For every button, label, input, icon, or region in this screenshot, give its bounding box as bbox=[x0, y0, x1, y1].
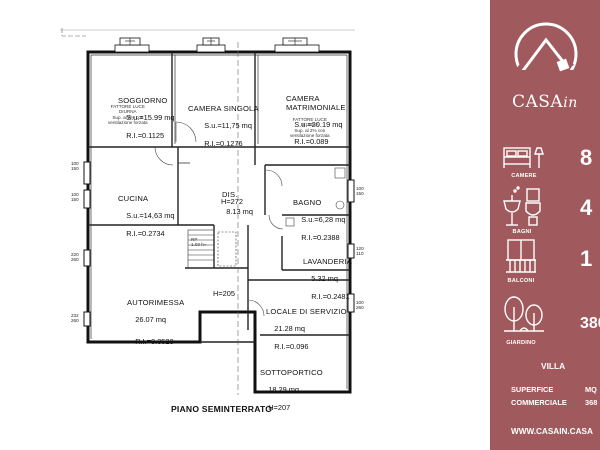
room-area: S.u.=20.19 mq bbox=[294, 119, 343, 129]
daylight-note: FATTORE LUCE DIURNA Sup. al 2% con venti… bbox=[290, 117, 330, 139]
room-ri: R.I.=0.089 bbox=[294, 137, 329, 147]
room-ri: R.I.=0.2481 bbox=[311, 291, 350, 301]
room-area: S.u.=15.99 mq bbox=[126, 113, 175, 123]
room-ri: R.I.=0.3528 bbox=[135, 336, 174, 346]
brand-name: CASAin bbox=[512, 92, 578, 112]
feature-value-bagni: 4 bbox=[580, 195, 593, 220]
room-ri: R.I.=0.1125 bbox=[126, 130, 165, 140]
room-name: SOGGIORNO bbox=[118, 96, 168, 106]
stair-note: RP 1.03 h= bbox=[191, 237, 207, 248]
room-lavanderia: LAVANDERIA 5.32 mq R.I.=0.2481 bbox=[303, 241, 352, 310]
website-link[interactable]: WWW.CASAIN.CASA bbox=[511, 427, 593, 436]
daylight-note: FATTORE LUCE DIURNA Sup. al 2% con venti… bbox=[108, 104, 148, 126]
room-name: BAGNO bbox=[293, 198, 322, 208]
opening-dimension: 232 260 bbox=[71, 313, 79, 323]
plan-title: PIANO SEMINTERRATO bbox=[171, 404, 273, 414]
room-area: 8.13 mq bbox=[226, 207, 253, 217]
room-area: 21.28 mq bbox=[274, 324, 306, 334]
opening-dimension: 100 260 bbox=[356, 300, 364, 310]
room-area: S.u.=11,75 mq bbox=[204, 121, 252, 131]
garden-icon bbox=[504, 296, 544, 332]
room-name: CAMERA SINGOLA bbox=[188, 104, 259, 114]
room-area: 18.29 mq bbox=[268, 385, 300, 395]
brand-suffix: in bbox=[563, 95, 578, 111]
room-name: DIS. bbox=[222, 190, 238, 200]
feature-value-balconi: 1 bbox=[580, 246, 593, 271]
surface-value: 368 bbox=[585, 398, 598, 407]
brand-main: CASA bbox=[512, 92, 564, 112]
room-autorimessa: AUTORIMESSA 26.07 mq R.I.=0.3528 bbox=[127, 282, 184, 355]
room-camera-matrimoniale: CAMERA MATRIMONIALE S.u.=20.19 mq R.I.=0… bbox=[286, 78, 346, 155]
opening-dimension: 100 150 bbox=[356, 186, 364, 196]
room-cucina: CUCINA S.u.=14,63 mq R.I.=0.2734 bbox=[118, 178, 175, 247]
opening-dimension: 100 150 bbox=[71, 161, 79, 171]
house-logo-icon bbox=[514, 22, 578, 88]
room-name: LAVANDERIA bbox=[303, 257, 352, 267]
bed-icon bbox=[503, 147, 544, 168]
room-sottoportico: SOTTOPORTICO 18.29 mq H=207 bbox=[260, 352, 323, 421]
room-ri: R.I.=0.2388 bbox=[301, 232, 340, 242]
feature-caption-camere: CAMERE bbox=[511, 173, 537, 179]
feature-value-camere: 8 bbox=[580, 145, 593, 170]
room-name: LOCALE DI SERVIZIO bbox=[266, 307, 347, 317]
property-type: VILLA bbox=[541, 361, 566, 371]
surface-label: SUPERFICE bbox=[511, 385, 554, 394]
feature-caption-giardino: GIARDINO bbox=[506, 340, 536, 346]
brand-panel: CASAin CAMERE 8 BAGNI 4 bbox=[490, 0, 600, 450]
room-name: SOTTOPORTICO bbox=[260, 368, 323, 378]
surface-label-commercial: COMMERCIALE bbox=[511, 398, 567, 407]
feature-value-giardino: 380 bbox=[580, 315, 600, 332]
surface-unit: MQ bbox=[585, 385, 597, 394]
room-area: S.u.=14,63 mq bbox=[126, 211, 175, 221]
room-bagno: BAGNO S.u.=6,28 mq R.I.=0.2388 bbox=[293, 182, 345, 251]
feature-caption-bagni: BAGNI bbox=[512, 229, 532, 235]
ceiling-height: H=205 bbox=[213, 289, 235, 298]
room-ri: R.I.=0.096 bbox=[274, 341, 309, 351]
room-area: 5.32 mq bbox=[311, 274, 338, 284]
opening-dimension: 120 110 bbox=[356, 246, 364, 256]
floor-plan: SOGGIORNO S.u.=15.99 mq R.I.=0.1125 FATT… bbox=[60, 28, 364, 421]
room-name: AUTORIMESSA bbox=[127, 298, 185, 308]
bathroom-icon bbox=[503, 186, 541, 226]
room-area: 26.07 mq bbox=[135, 315, 167, 325]
room-name: CAMERA MATRIMONIALE bbox=[286, 94, 346, 112]
floor-plan-drawing bbox=[60, 28, 355, 395]
opening-dimension: 220 260 bbox=[71, 252, 79, 262]
room-locale-di-servizio: LOCALE DI SERVIZIO 21.28 mq R.I.=0.096 bbox=[266, 291, 347, 360]
room-disimpegno: DIS. 8.13 mq bbox=[222, 174, 253, 226]
opening-dimension: 100 150 bbox=[71, 192, 79, 202]
room-camera-singola: CAMERA SINGOLA S.u.=11,75 mq R.I.=0.1276 bbox=[188, 88, 259, 157]
feature-caption-balconi: BALCONI bbox=[507, 278, 535, 284]
room-soggiorno: SOGGIORNO S.u.=15.99 mq R.I.=0.1125 bbox=[118, 80, 175, 149]
balcony-icon bbox=[506, 239, 536, 273]
room-ri: R.I.=0.1276 bbox=[204, 138, 243, 148]
ceiling-height: H=272 bbox=[221, 197, 243, 206]
room-height: H=207 bbox=[268, 402, 291, 412]
room-name: CUCINA bbox=[118, 194, 149, 204]
room-ri: R.I.=0.2734 bbox=[126, 228, 165, 238]
room-area: S.u.=6,28 mq bbox=[301, 215, 346, 225]
